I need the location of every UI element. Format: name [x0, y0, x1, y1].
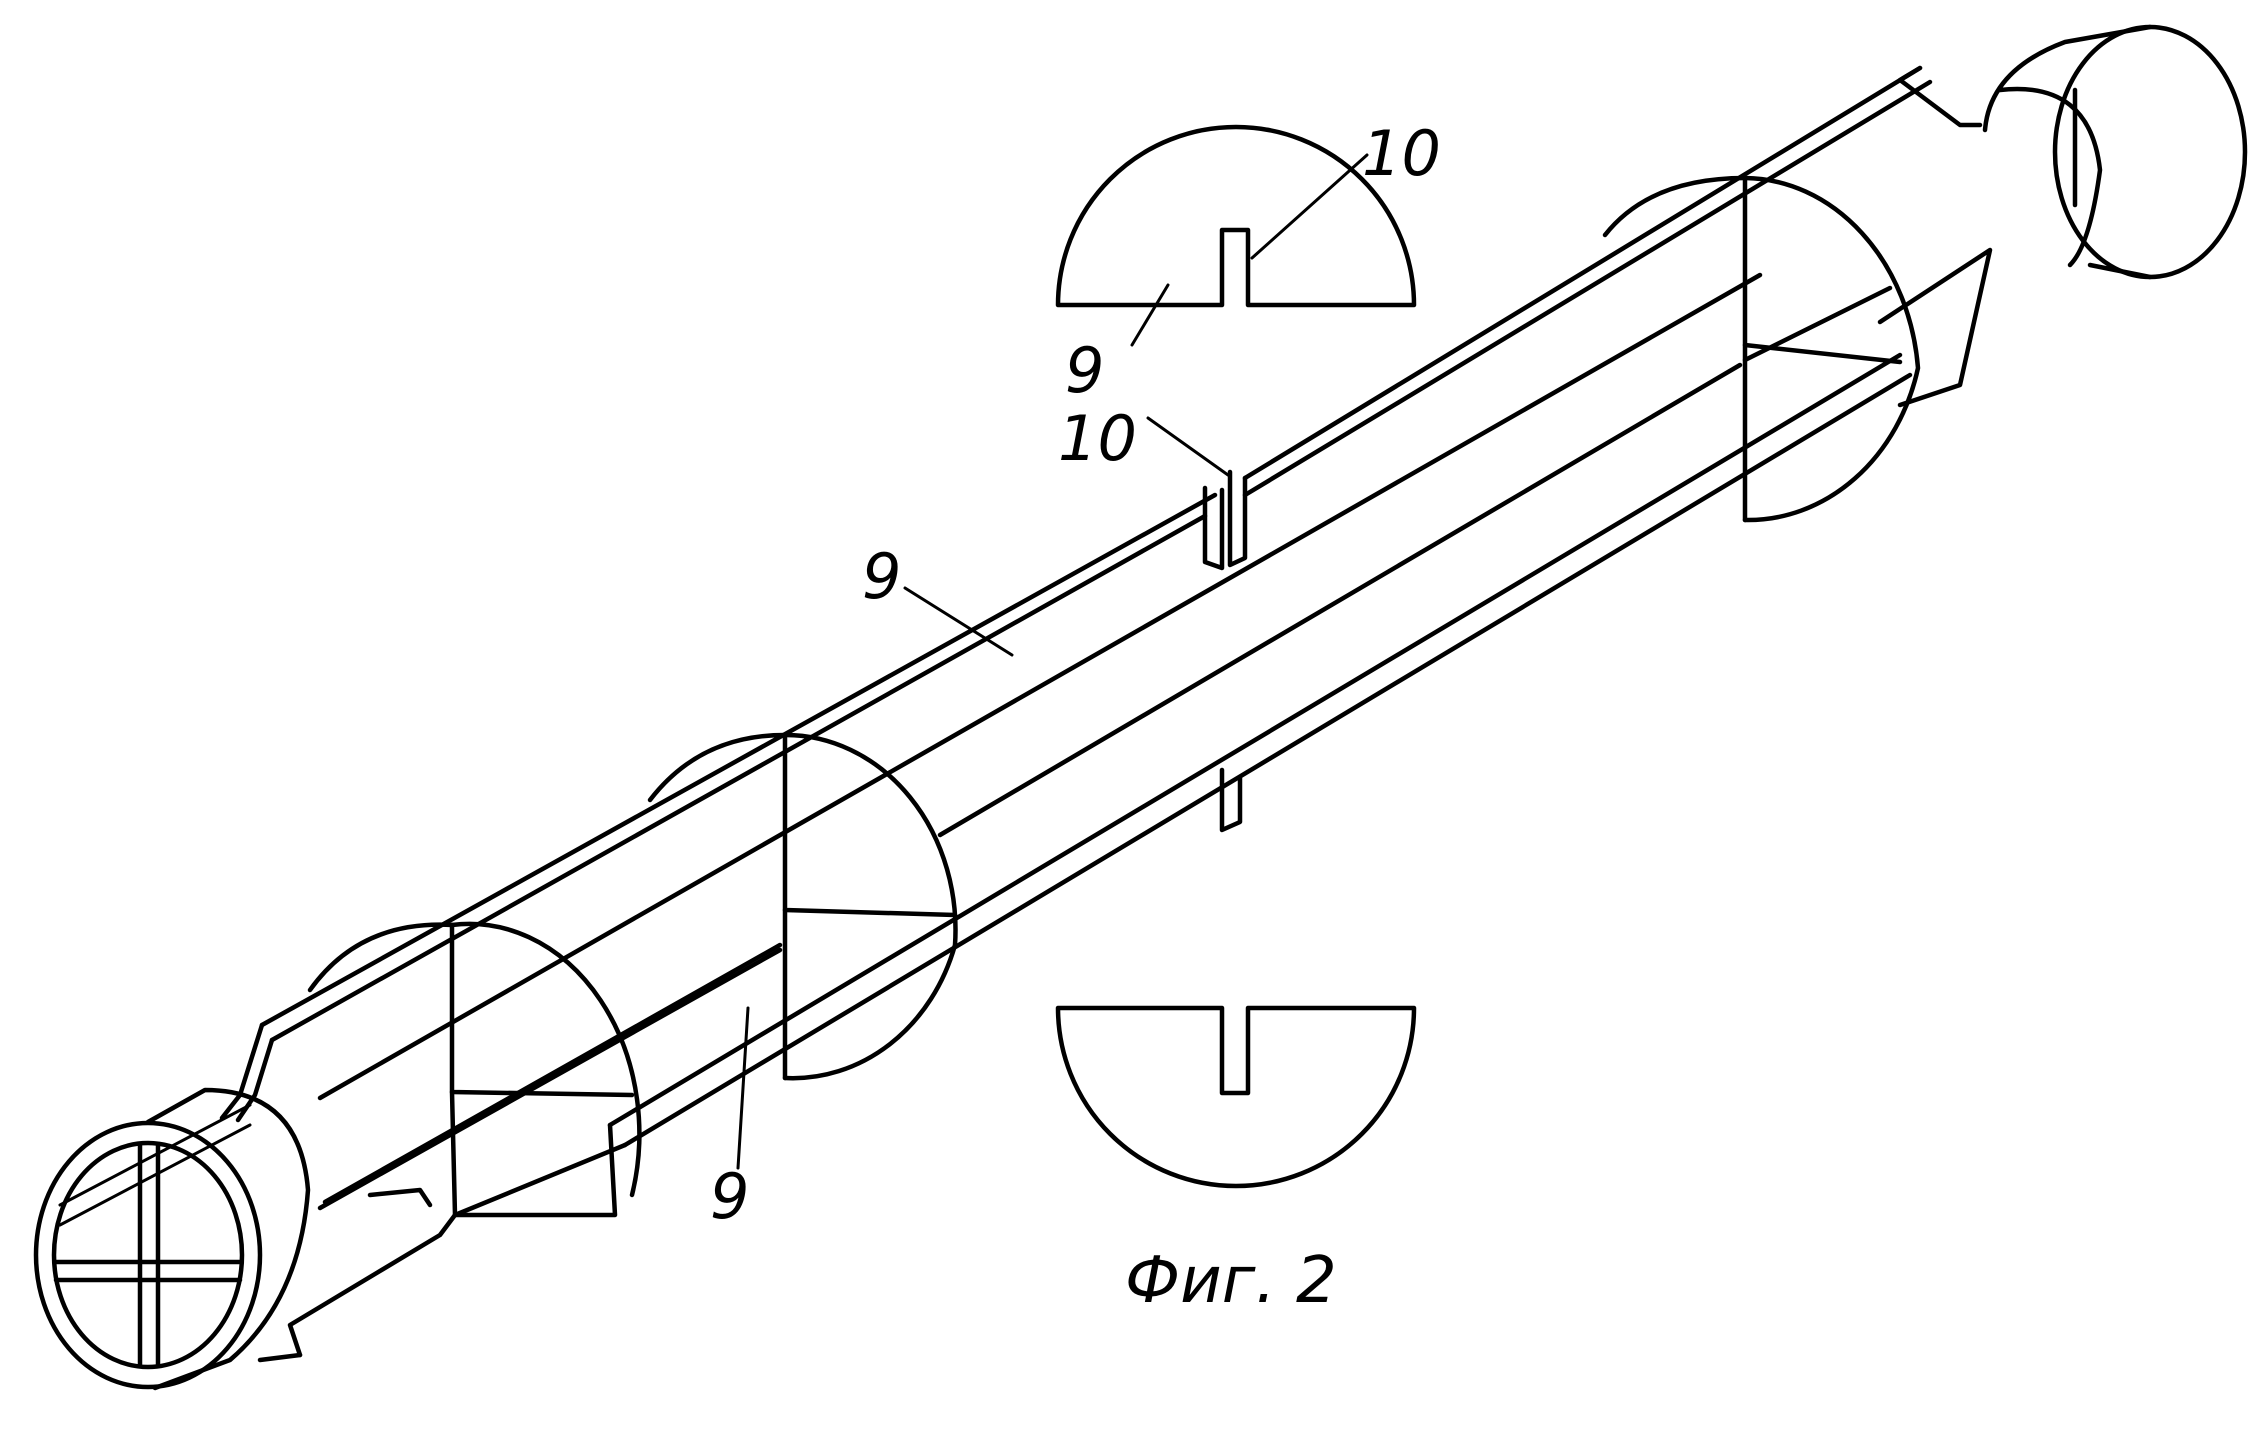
upper-cross-section	[1055, 124, 1417, 308]
label-lower-plate: 9	[710, 1160, 749, 1233]
front-end-ring	[33, 1087, 311, 1391]
label-beam-slot: 10	[1058, 402, 1137, 475]
label-upper-section-slot: 10	[1362, 117, 1441, 190]
bottom-rib	[257, 247, 1993, 1363]
label-upper-plate: 9	[862, 540, 901, 613]
beam-assembly	[33, 24, 2248, 1391]
labels: 10 9 10 9 9	[710, 117, 1441, 1233]
lower-cross-section	[1055, 1005, 1417, 1189]
bulkhead-1	[307, 921, 642, 1218]
top-rib-slot	[1202, 469, 1248, 571]
bulkhead-3	[1602, 175, 1921, 523]
bottom-slot	[1219, 767, 1243, 833]
top-rib	[219, 65, 1933, 1123]
rear-end-ring	[1897, 24, 2248, 280]
figure-caption: Фиг. 2	[1125, 1244, 1337, 1318]
bulkhead-2	[647, 732, 958, 1081]
label-upper-section-part: 9	[1065, 334, 1104, 407]
